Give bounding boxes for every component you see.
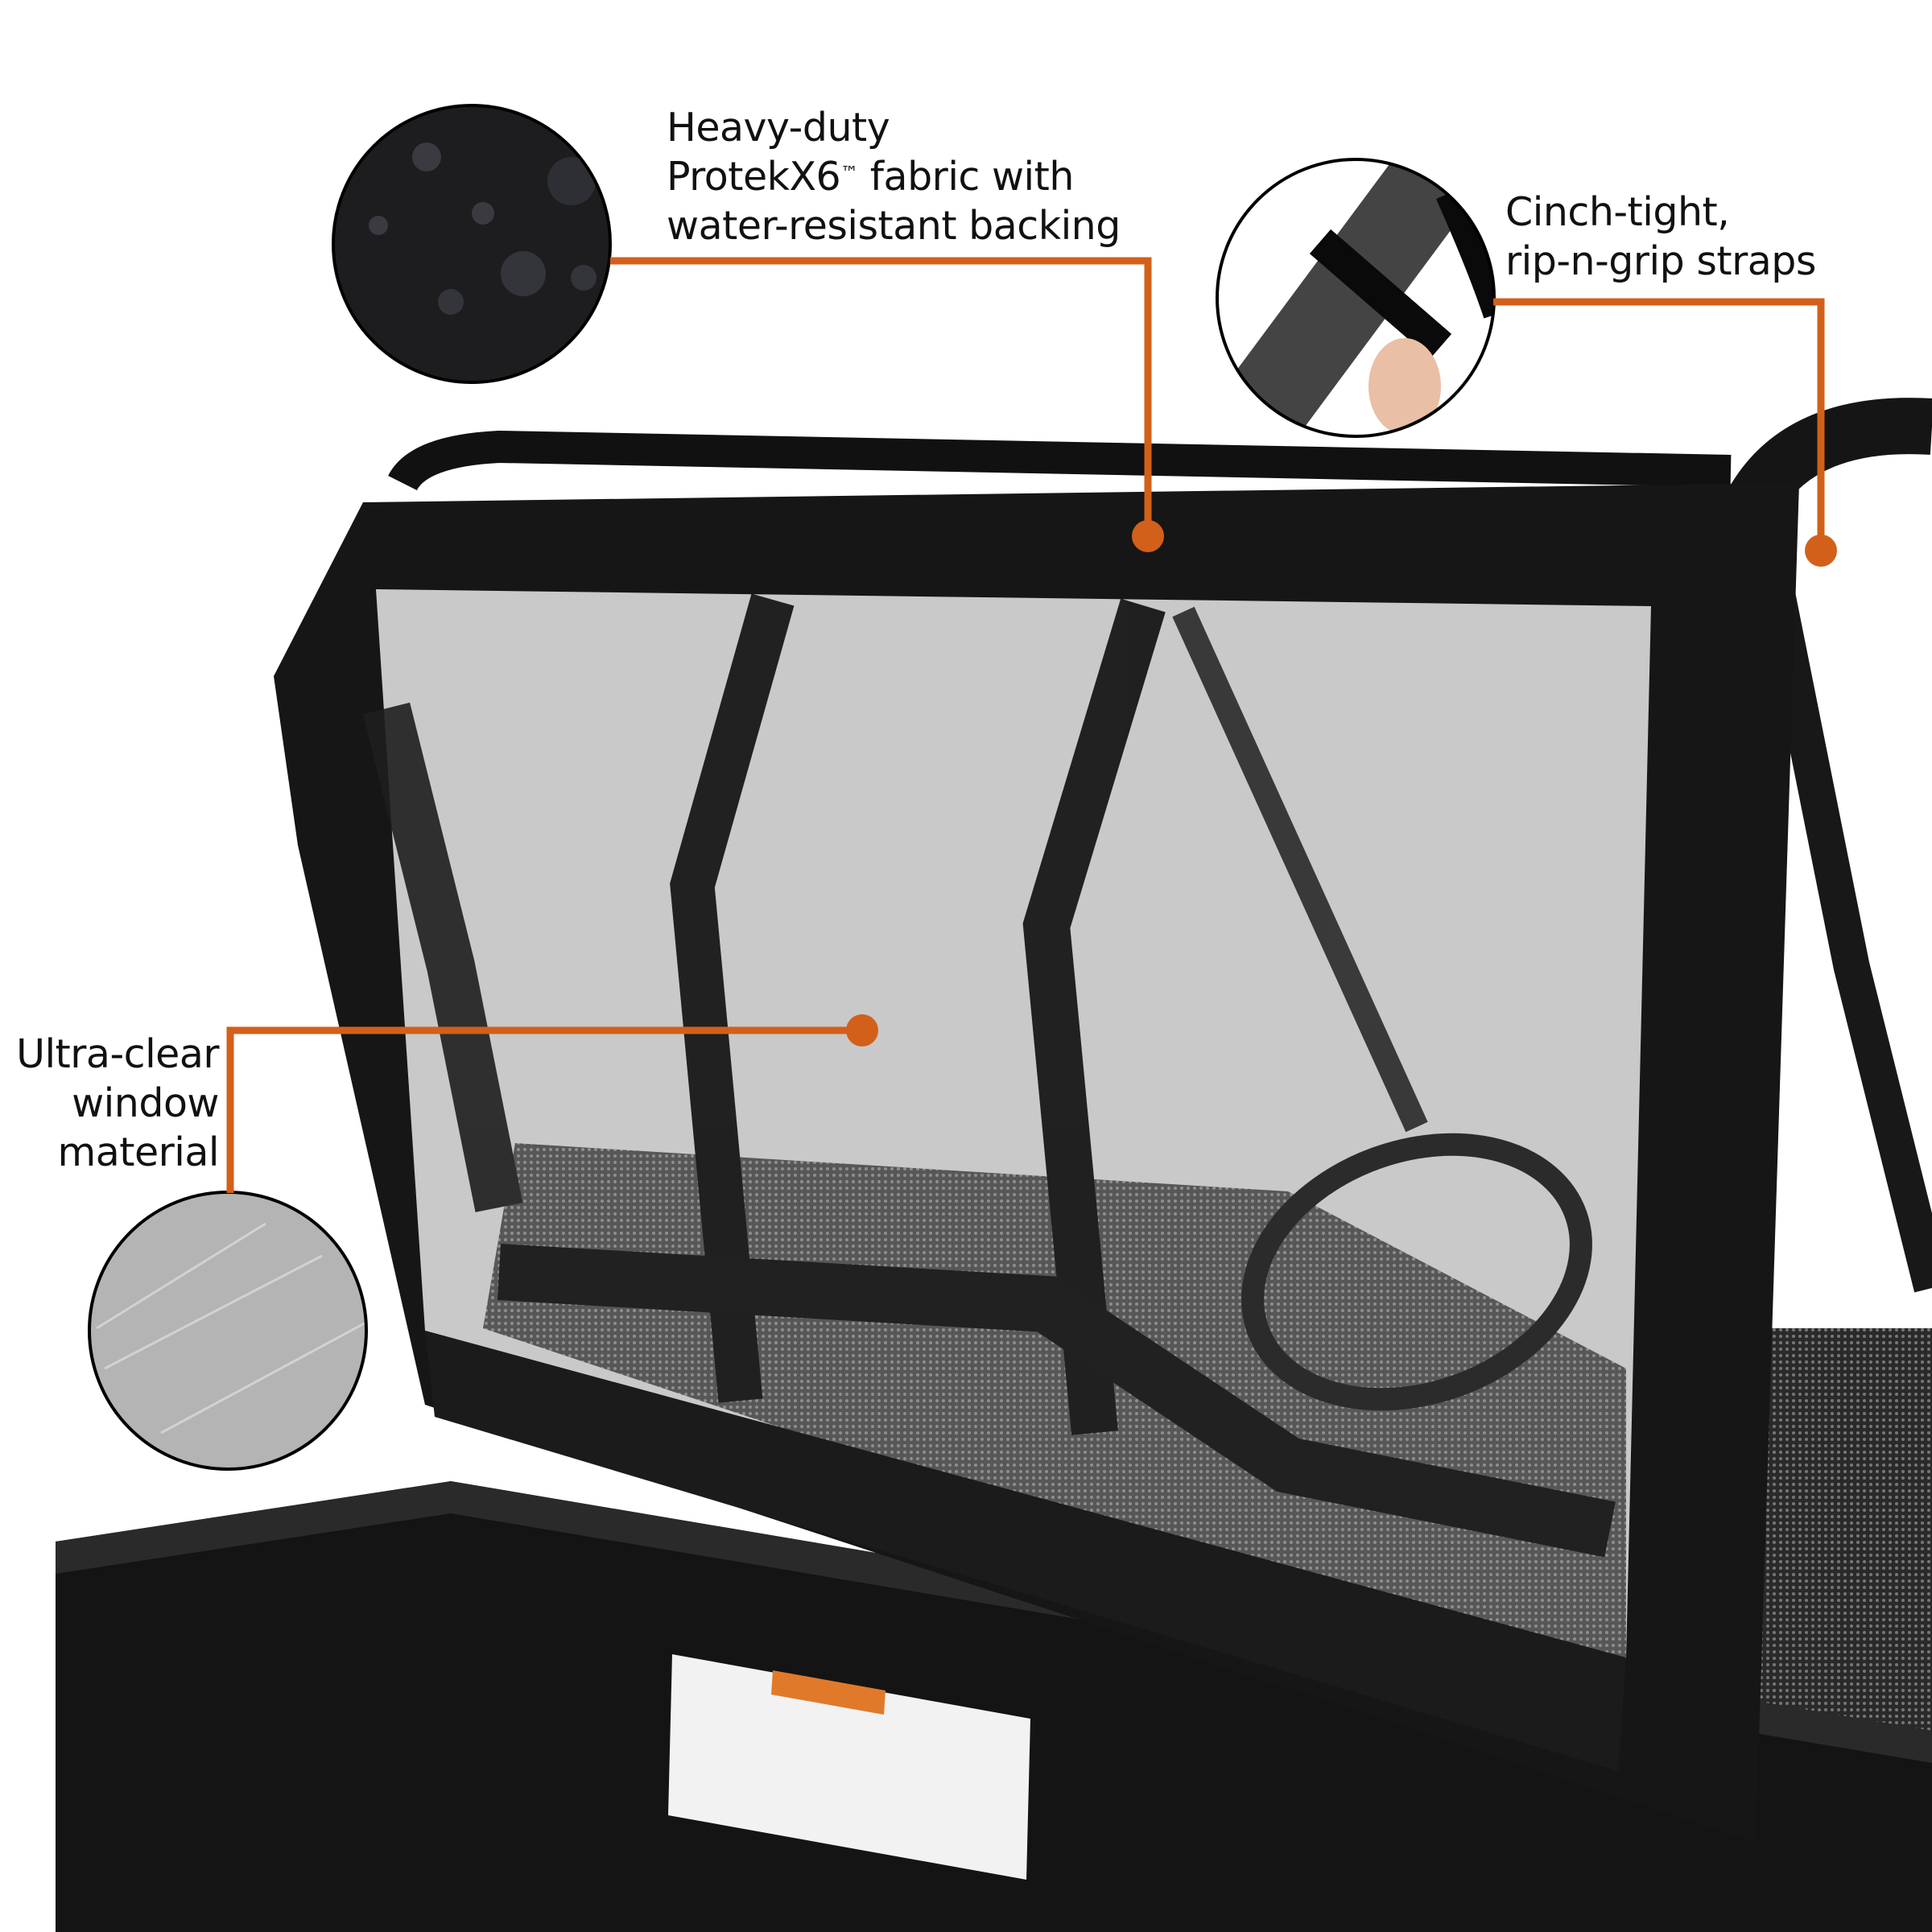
- callout-line: Heavy-duty: [667, 105, 890, 151]
- callout-lines: [226, 257, 1825, 1193]
- seen-through-window: [362, 593, 1626, 1657]
- callout-line: material: [57, 1129, 219, 1175]
- callout-line: window: [72, 1080, 219, 1126]
- callout-line: water-resistant backing: [667, 203, 1121, 249]
- callout-line-rest: fabric with: [869, 154, 1075, 200]
- callout-line: Cinch-tight,: [1505, 189, 1730, 235]
- fabric-swatch-detail: [333, 105, 610, 382]
- straps-callout-text: Cinch-tight, rip-n-grip straps: [1505, 188, 1816, 286]
- brand-name: ProtekX6: [667, 154, 841, 200]
- straps-leader: [1493, 298, 1825, 551]
- fabric-callout-dot: [1132, 520, 1164, 552]
- straps-callout-dot: [1805, 535, 1837, 567]
- fabric-leader: [610, 257, 1152, 536]
- window-leader: [226, 1026, 862, 1193]
- window-callout-text: Ultra-clear window material: [16, 1030, 219, 1177]
- callout-dots: [846, 520, 1837, 1046]
- callout-line: rip-n-grip straps: [1505, 238, 1816, 284]
- callout-line: Ultra-clear: [16, 1031, 219, 1077]
- trademark-symbol: ™: [840, 163, 858, 184]
- warning-label: [668, 1654, 1030, 1880]
- window-callout-dot: [846, 1014, 878, 1046]
- strap-detail: [1217, 159, 1494, 436]
- fabric-callout-text: Heavy-duty ProtekX6™ fabric with water-r…: [667, 103, 1121, 250]
- cargo-bed: [56, 1481, 1932, 1932]
- clear-vinyl-detail: [89, 1192, 366, 1469]
- callout-line: ProtekX6™ fabric with: [667, 152, 1121, 201]
